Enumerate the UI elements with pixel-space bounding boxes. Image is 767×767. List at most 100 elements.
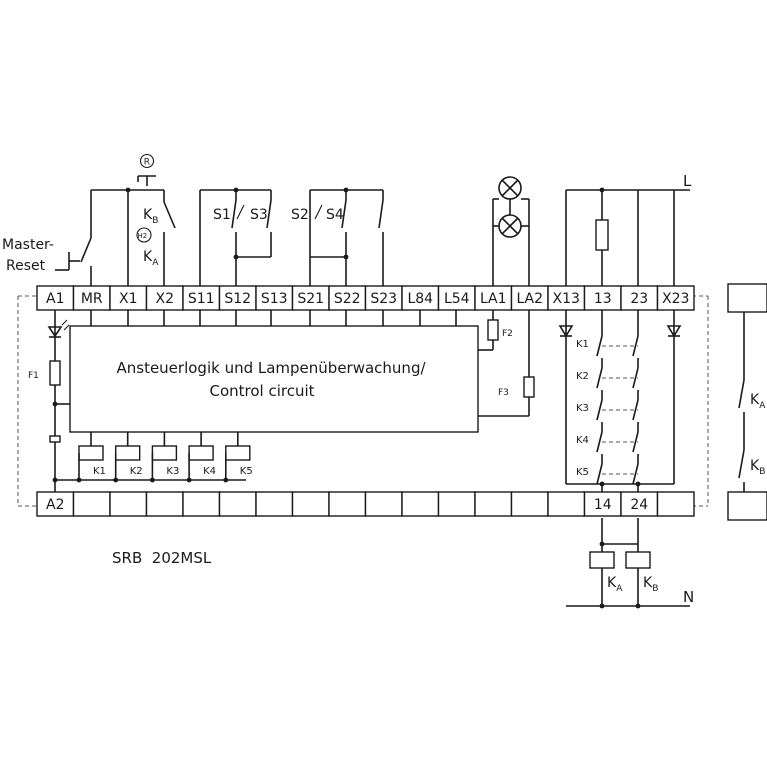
top-terminal-label: X23 xyxy=(662,291,689,307)
bottom-terminal-label: A2 xyxy=(46,497,64,513)
top-terminal-label: L54 xyxy=(444,291,470,307)
relay-coil-k1: K1 xyxy=(76,432,106,483)
h2-label: H2 xyxy=(138,232,148,240)
bottom-terminal-cell-5 xyxy=(218,491,257,517)
bottom-terminal-cell-14 xyxy=(547,491,586,517)
contact-label-2: K2 xyxy=(576,371,589,382)
master-reset-label-line2: Reset xyxy=(6,258,46,274)
top-terminal-label: LA2 xyxy=(516,291,543,307)
logic-block-subtitle: Control circuit xyxy=(209,382,314,400)
aux-terminal-bottom xyxy=(727,491,767,521)
top-terminal-LA1: LA1 xyxy=(474,285,513,311)
top-terminal-label: 23 xyxy=(630,291,648,307)
fuse-f2-label: F2 xyxy=(502,329,513,339)
top-terminal-label: MR xyxy=(81,291,103,307)
supply-fuse xyxy=(595,219,609,251)
top-terminal-label: S23 xyxy=(370,291,397,307)
external-contactors: KA KB xyxy=(727,283,767,521)
reset-symbol xyxy=(139,153,155,169)
top-terminal-S22: S22 xyxy=(328,285,367,311)
internal-supply: F1 xyxy=(28,310,246,492)
bottom-terminal-cell-10 xyxy=(401,491,440,517)
bottom-terminal-cell-3 xyxy=(145,491,184,517)
top-terminal-23: 23 xyxy=(620,285,659,311)
top-terminal-label: X13 xyxy=(553,291,580,307)
ka-label: KA xyxy=(143,249,159,268)
bottom-terminal-label: 14 xyxy=(594,497,612,513)
coil-ka-label: KA xyxy=(607,575,623,594)
top-terminal-label: S22 xyxy=(334,291,361,307)
control-circuit-box xyxy=(69,325,479,433)
channel-2-switches: S2 S4 xyxy=(291,187,384,286)
capacitor-icon xyxy=(49,435,61,443)
top-terminal-MR: MR xyxy=(72,285,111,311)
master-reset-label-line1: Master- xyxy=(2,237,54,253)
top-terminal-S21: S21 xyxy=(291,285,330,311)
top-terminal-label: L84 xyxy=(407,291,433,307)
relay-coil-label: K3 xyxy=(166,466,179,477)
top-terminal-label: S13 xyxy=(261,291,288,307)
relay-coil-k3: K3 xyxy=(150,432,179,483)
bottom-terminal-cell-7 xyxy=(291,491,330,517)
top-terminal-S12: S12 xyxy=(218,285,257,311)
relay-coil-label: K2 xyxy=(130,466,143,477)
top-terminal-S13: S13 xyxy=(255,285,294,311)
channel-1-switches: S1 S3 xyxy=(199,187,272,286)
top-terminal-X23: X23 xyxy=(656,285,695,311)
relay-coil-k4: K4 xyxy=(186,432,216,483)
top-terminal-X1: X1 xyxy=(109,285,148,311)
top-terminal-label: LA1 xyxy=(480,291,507,307)
contact-label-1: K1 xyxy=(576,339,589,350)
bottom-terminal-cell-17 xyxy=(656,491,695,517)
top-terminal-LA2: LA2 xyxy=(510,285,549,311)
bottom-terminal-label: 24 xyxy=(630,497,648,513)
phase-label: L xyxy=(683,172,692,190)
top-terminal-X2: X2 xyxy=(145,285,184,311)
top-terminal-label: S11 xyxy=(188,291,215,307)
top-terminal-label: X1 xyxy=(119,291,138,307)
fuse-f1-label: F1 xyxy=(28,371,39,381)
fuse-f3 xyxy=(523,376,535,398)
relay-coil-k5: K5 xyxy=(223,432,253,483)
bottom-terminal-cell-11 xyxy=(437,491,476,517)
bottom-terminal-cell-12 xyxy=(474,491,513,517)
bottom-terminal-cell-13 xyxy=(510,491,549,517)
switch-s4-label: S4 xyxy=(326,207,344,223)
aux-contact-ka-label: KA xyxy=(750,392,766,411)
top-terminal-label: A1 xyxy=(46,291,64,307)
control-logic-block: Ansteuerlogik und Lampenüberwachung/ Con… xyxy=(69,325,479,433)
top-terminal-13: 13 xyxy=(583,285,622,311)
coil-kb-label: KB xyxy=(643,575,658,594)
bottom-terminal-cell-6 xyxy=(255,491,294,517)
model-label: SRB 202MSL xyxy=(112,549,212,567)
bottom-terminal-cell-8 xyxy=(328,491,367,517)
reset-symbol-label: R xyxy=(144,158,150,168)
bottom-terminal-A2: A2 xyxy=(36,491,75,517)
coil-ka xyxy=(589,551,615,569)
switch-s1-label: S1 xyxy=(213,207,231,223)
kb-label: KB xyxy=(143,207,158,226)
bottom-terminal-cell-9 xyxy=(364,491,403,517)
fuse-f1 xyxy=(49,360,61,386)
relay-coil-label: K1 xyxy=(93,466,106,477)
relay-coil-k2: K2 xyxy=(113,432,143,483)
aux-contact-kb-label: KB xyxy=(750,458,765,477)
top-terminal-S11: S11 xyxy=(182,285,221,311)
logic-block-title: Ansteuerlogik und Lampenüberwachung/ xyxy=(116,359,426,377)
coil-kb xyxy=(625,551,651,569)
bottom-terminal-cell-2 xyxy=(109,491,148,517)
contact-label-3: K3 xyxy=(576,403,589,414)
master-reset-button: Master- Reset xyxy=(2,190,92,286)
led-diode-icon xyxy=(47,326,63,338)
top-terminal-label: 13 xyxy=(594,291,612,307)
fuse-f3-label: F3 xyxy=(498,388,509,398)
relay-coil-label: K5 xyxy=(240,466,253,477)
contact-label-5: K5 xyxy=(576,467,589,478)
top-terminal-A1: A1 xyxy=(36,285,75,311)
top-terminal-L84: L84 xyxy=(401,285,440,311)
